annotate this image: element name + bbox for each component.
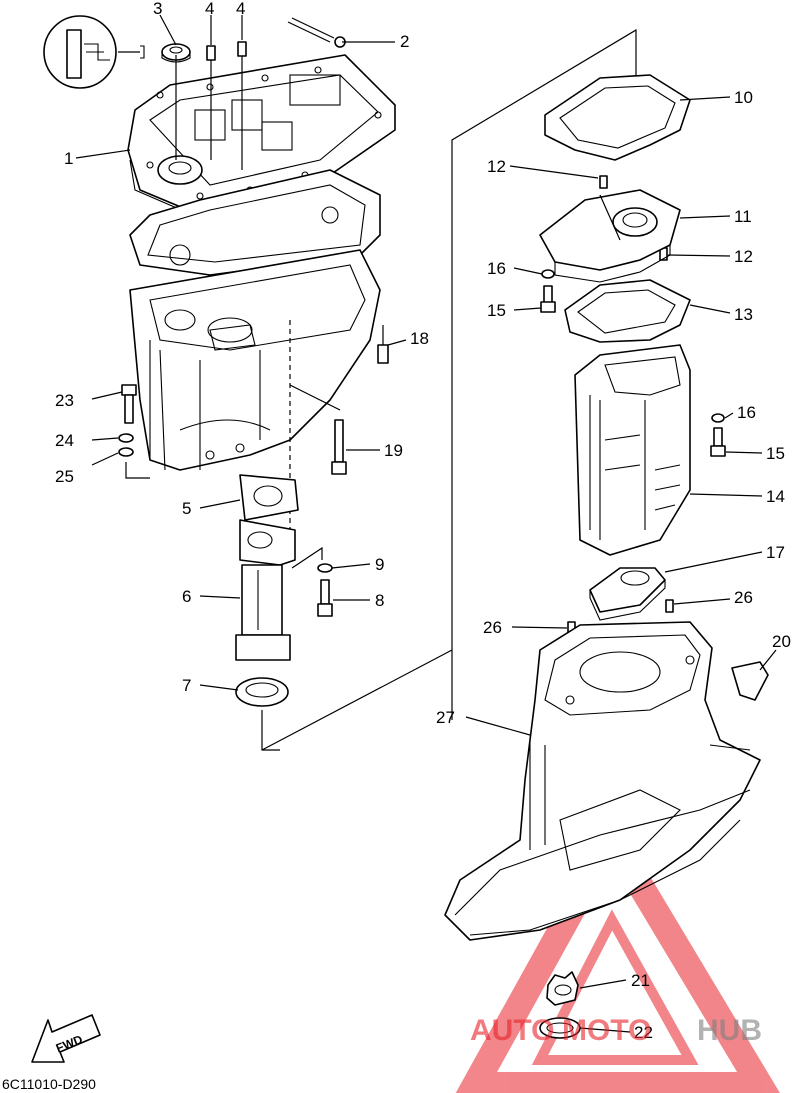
callout-25: 25 bbox=[55, 467, 74, 486]
callout-10: 10 bbox=[734, 88, 753, 107]
part-17-plate bbox=[589, 567, 666, 621]
callout-9: 9 bbox=[375, 555, 384, 574]
callout-26b: 26 bbox=[483, 618, 502, 637]
part-14-exhaust-manifold bbox=[574, 344, 691, 556]
part-16-washer-lower bbox=[711, 413, 725, 423]
callout-4a: 4 bbox=[205, 0, 214, 18]
callout-26a: 26 bbox=[734, 588, 753, 607]
part-6-exhaust-pipe bbox=[235, 519, 296, 661]
part-2-clip bbox=[287, 17, 346, 48]
part-20-cap bbox=[731, 661, 769, 701]
part-27-upper-casing bbox=[444, 621, 761, 941]
callout-23: 23 bbox=[55, 391, 74, 410]
callout-12a: 12 bbox=[487, 157, 506, 176]
callout-27: 27 bbox=[436, 708, 455, 727]
callout-4b: 4 bbox=[236, 0, 245, 18]
callout-5: 5 bbox=[182, 499, 191, 518]
callout-18: 18 bbox=[410, 329, 429, 348]
callout-2: 2 bbox=[400, 32, 409, 51]
watermark-text-c: HUB bbox=[697, 1014, 762, 1047]
callout-12b: 12 bbox=[734, 247, 753, 266]
part-22-circlip bbox=[539, 1017, 581, 1039]
part-13-gasket bbox=[564, 279, 691, 343]
part-18-bolt bbox=[377, 325, 389, 364]
part-7-seal bbox=[235, 677, 289, 707]
callout-24: 24 bbox=[55, 431, 74, 450]
part-8-bolt bbox=[317, 579, 333, 617]
watermark-text-a: AUTO bbox=[470, 1014, 554, 1047]
callout-16a: 16 bbox=[487, 259, 506, 278]
callout-3: 3 bbox=[153, 0, 162, 18]
part-10-gasket bbox=[544, 74, 691, 161]
callout-6: 6 bbox=[182, 587, 191, 606]
callout-20: 20 bbox=[772, 632, 791, 651]
watermark-text-b: MOTO bbox=[562, 1014, 651, 1047]
callout-11: 11 bbox=[734, 207, 752, 226]
part-16-washer-upper bbox=[541, 269, 555, 279]
callout-19: 19 bbox=[384, 441, 403, 460]
callout-15b: 15 bbox=[766, 444, 785, 463]
part-25-washer bbox=[118, 447, 134, 457]
part-19-bolt bbox=[289, 384, 347, 475]
upper-gasket bbox=[129, 169, 381, 276]
part-15-bolt-upper bbox=[540, 285, 556, 313]
part-15-bolt-lower bbox=[710, 427, 726, 457]
part-21-impeller bbox=[546, 971, 579, 1006]
part-9-washer bbox=[317, 563, 333, 573]
part-12-pin-upper bbox=[599, 175, 608, 189]
callout-14: 14 bbox=[766, 487, 785, 506]
callout-1: 1 bbox=[64, 149, 73, 168]
part-24-washer bbox=[118, 433, 134, 443]
inset-detail-circle bbox=[43, 15, 145, 89]
callout-17: 17 bbox=[766, 543, 785, 562]
part-5-gasket bbox=[239, 474, 299, 521]
part-23-bolt bbox=[121, 384, 137, 424]
part-11-plate bbox=[539, 189, 681, 283]
diagram-code: 6C11010-D290 bbox=[2, 1076, 96, 1092]
part-26-pin-right bbox=[665, 599, 674, 613]
callout-8: 8 bbox=[375, 591, 384, 610]
callout-21: 21 bbox=[631, 971, 650, 990]
watermark-text: AUTO MOTO HUB bbox=[470, 1014, 762, 1047]
callout-16b: 16 bbox=[737, 403, 756, 422]
callout-22: 22 bbox=[634, 1023, 653, 1042]
callout-15a: 15 bbox=[487, 301, 506, 320]
fwd-arrow-icon: FWD bbox=[31, 1014, 101, 1063]
part-4-dowel-pins bbox=[206, 41, 247, 61]
callout-13: 13 bbox=[734, 305, 753, 324]
callout-7: 7 bbox=[182, 676, 191, 695]
